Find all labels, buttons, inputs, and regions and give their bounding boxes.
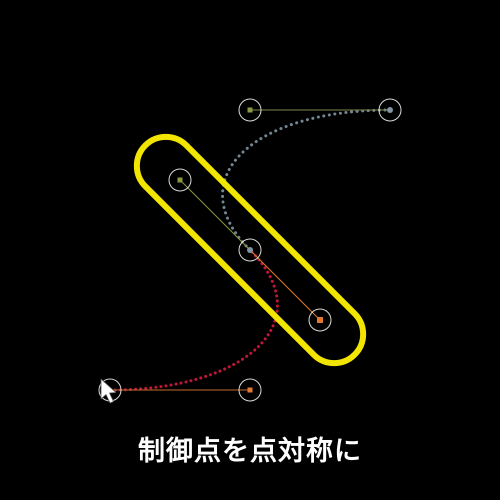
arrow-cursor-icon (100, 378, 117, 404)
lower-handle-ring[interactable] (308, 308, 332, 332)
center-upper-handle-line (179, 179, 251, 251)
lower-handle-point[interactable] (317, 317, 323, 323)
upper-bezier-curve (221, 108, 392, 252)
symmetric-handles-highlight (133, 133, 367, 367)
top-left-control-ring[interactable] (238, 98, 262, 122)
top-right-anchor-point[interactable] (387, 107, 393, 113)
center-anchor-ring[interactable] (238, 238, 262, 262)
center-lower-handle-line (249, 249, 321, 321)
upper-handle-point[interactable] (177, 177, 183, 183)
center-anchor-point[interactable] (247, 247, 253, 253)
top-left-control-point[interactable] (247, 107, 253, 113)
upper-handle-ring[interactable] (168, 168, 192, 192)
bottom-right-control-ring[interactable] (238, 378, 262, 402)
lower-bezier-curve (108, 248, 279, 392)
top-right-anchor-ring[interactable] (378, 98, 402, 122)
caption-text: 制御点を点対称に (138, 436, 362, 467)
bottom-right-control-point[interactable] (247, 387, 253, 393)
